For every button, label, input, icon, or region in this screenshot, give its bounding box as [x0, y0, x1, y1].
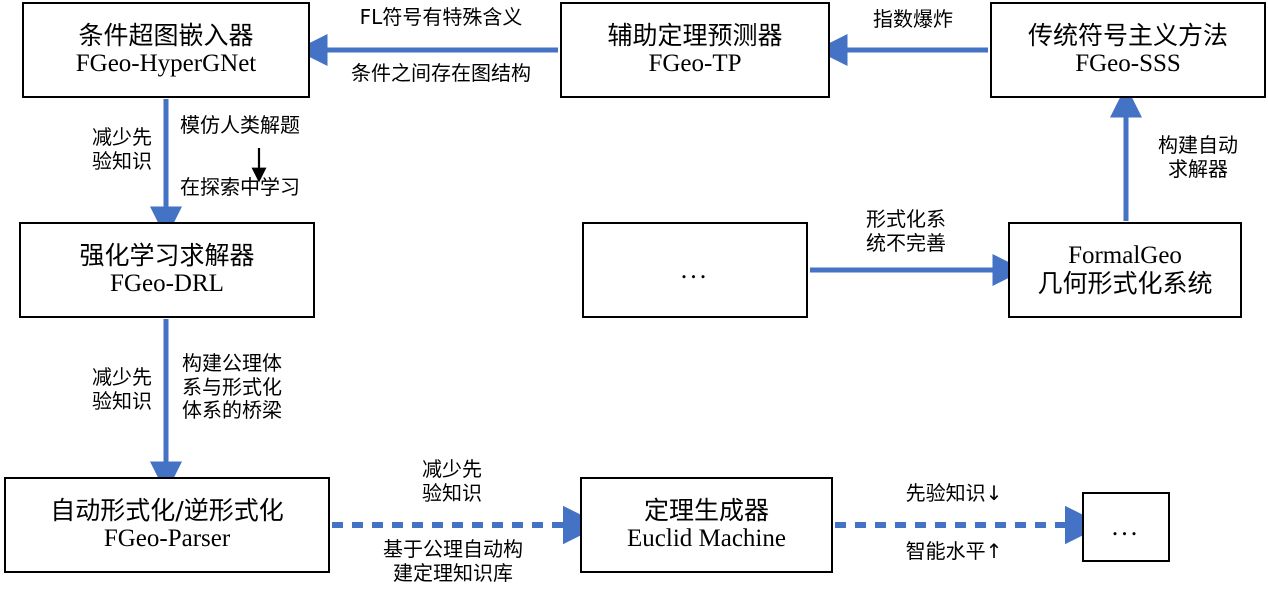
node-euclid-machine[interactable]: 定理生成器 Euclid Machine — [580, 477, 833, 573]
node-fgeo-hypergnet[interactable]: 条件超图嵌入器 FGeo-HyperGNet — [22, 2, 310, 98]
node-fgeo-sss[interactable]: 传统符号主义方法 FGeo-SSS — [990, 2, 1266, 98]
node-parser-line2: FGeo-Parser — [103, 525, 231, 552]
node-hypergnet-line1: 条件超图嵌入器 — [78, 21, 254, 50]
node-formalgeo-line1: FormalGeo — [1068, 242, 1182, 269]
node-tp-line1: 辅助定理预测器 — [607, 21, 783, 50]
edge-label-parser-to-euclid-bottom: 基于公理自动构 建定理知识库 — [383, 537, 523, 585]
node-sss-line2: FGeo-SSS — [1075, 50, 1181, 77]
ellipsis-middle-text: ... — [680, 255, 710, 284]
edge-label-euclid-to-end-top: 先验知识↓ — [905, 481, 1003, 505]
node-hypergnet-line2: FGeo-HyperGNet — [75, 50, 257, 77]
edge-label-tp-to-hypergnet-top: FL符号有特殊含义 — [359, 5, 523, 29]
node-fgeo-drl[interactable]: 强化学习求解器 FGeo-DRL — [19, 222, 315, 318]
node-ellipsis-middle[interactable]: ... — [582, 222, 808, 318]
node-formalgeo-line2: 几何形式化系统 — [1037, 269, 1213, 298]
node-drl-line2: FGeo-DRL — [110, 270, 224, 297]
node-euclid-line1: 定理生成器 — [643, 496, 769, 525]
edge-label-euclid-to-end-bottom: 智能水平↑ — [905, 539, 1003, 563]
node-tp-line2: FGeo-TP — [648, 50, 742, 77]
edge-label-imitate-human-solving: 模仿人类解题 — [180, 113, 300, 137]
edge-label-drl-to-parser-right: 构建公理体 系与形式化 体系的桥梁 — [182, 351, 282, 423]
node-sss-line1: 传统符号主义方法 — [1027, 21, 1228, 50]
node-euclid-line2: Euclid Machine — [627, 525, 786, 552]
edge-label-mid-to-formalgeo: 形式化系 统不完善 — [866, 207, 946, 255]
edge-label-learn-in-exploration: 在探索中学习 — [180, 175, 300, 199]
edge-label-parser-to-euclid-top: 减少先 验知识 — [422, 457, 482, 505]
node-ellipsis-end[interactable]: ... — [1082, 492, 1170, 562]
node-formalgeo[interactable]: FormalGeo 几何形式化系统 — [1008, 222, 1242, 318]
node-drl-line1: 强化学习求解器 — [79, 241, 255, 270]
edge-label-hypergnet-to-drl-left: 减少先 验知识 — [92, 125, 152, 173]
node-fgeo-parser[interactable]: 自动形式化/逆形式化 FGeo-Parser — [4, 477, 330, 573]
edge-label-tp-to-hypergnet-bottom: 条件之间存在图结构 — [351, 61, 531, 85]
node-fgeo-tp[interactable]: 辅助定理预测器 FGeo-TP — [560, 2, 830, 98]
edge-label-sss-to-tp: 指数爆炸 — [873, 7, 953, 31]
node-parser-line1: 自动形式化/逆形式化 — [50, 496, 284, 525]
edge-label-drl-to-parser-left: 减少先 验知识 — [92, 365, 152, 413]
edge-label-formalgeo-to-sss: 构建自动 求解器 — [1158, 133, 1238, 181]
ellipsis-end-text: ... — [1111, 512, 1141, 541]
